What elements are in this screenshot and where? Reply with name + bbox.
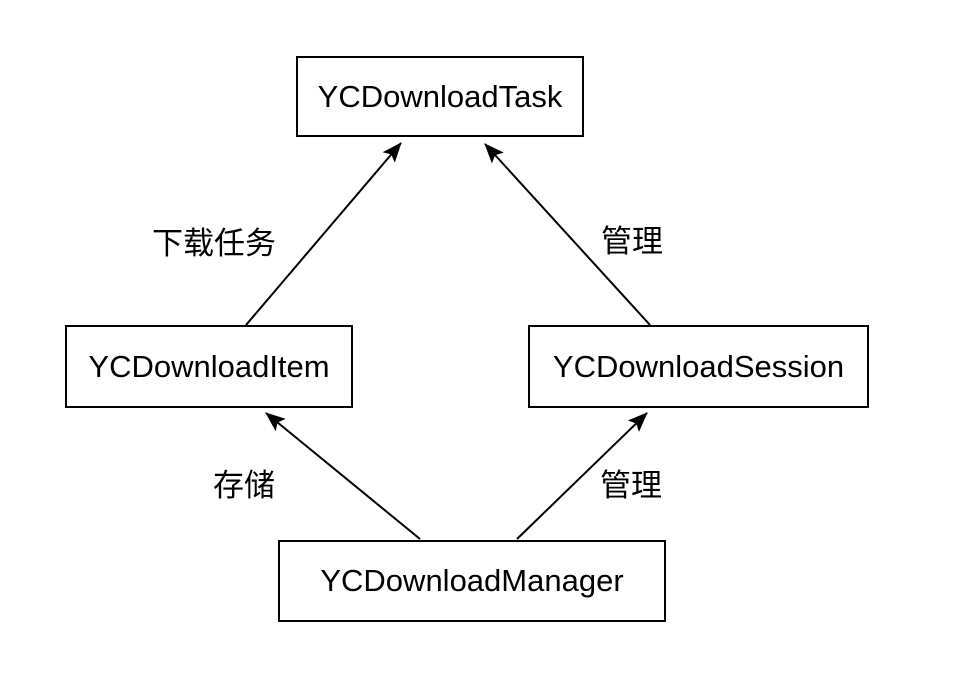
edge-label-store: 存储: [213, 468, 275, 503]
node-ycdownloadtask: YCDownloadTask: [296, 56, 584, 137]
node-ycdownloaditem: YCDownloadItem: [65, 325, 353, 408]
edge-label-download-task: 下载任务: [152, 226, 276, 261]
edge-label-manage-session: 管理: [601, 224, 663, 259]
node-ycdownloadmanager: YCDownloadManager: [278, 540, 666, 622]
node-ycdownloadsession: YCDownloadSession: [528, 325, 869, 408]
edge-label-manage-manager: 管理: [600, 468, 662, 503]
edge-manager-to-item: [265, 412, 421, 540]
